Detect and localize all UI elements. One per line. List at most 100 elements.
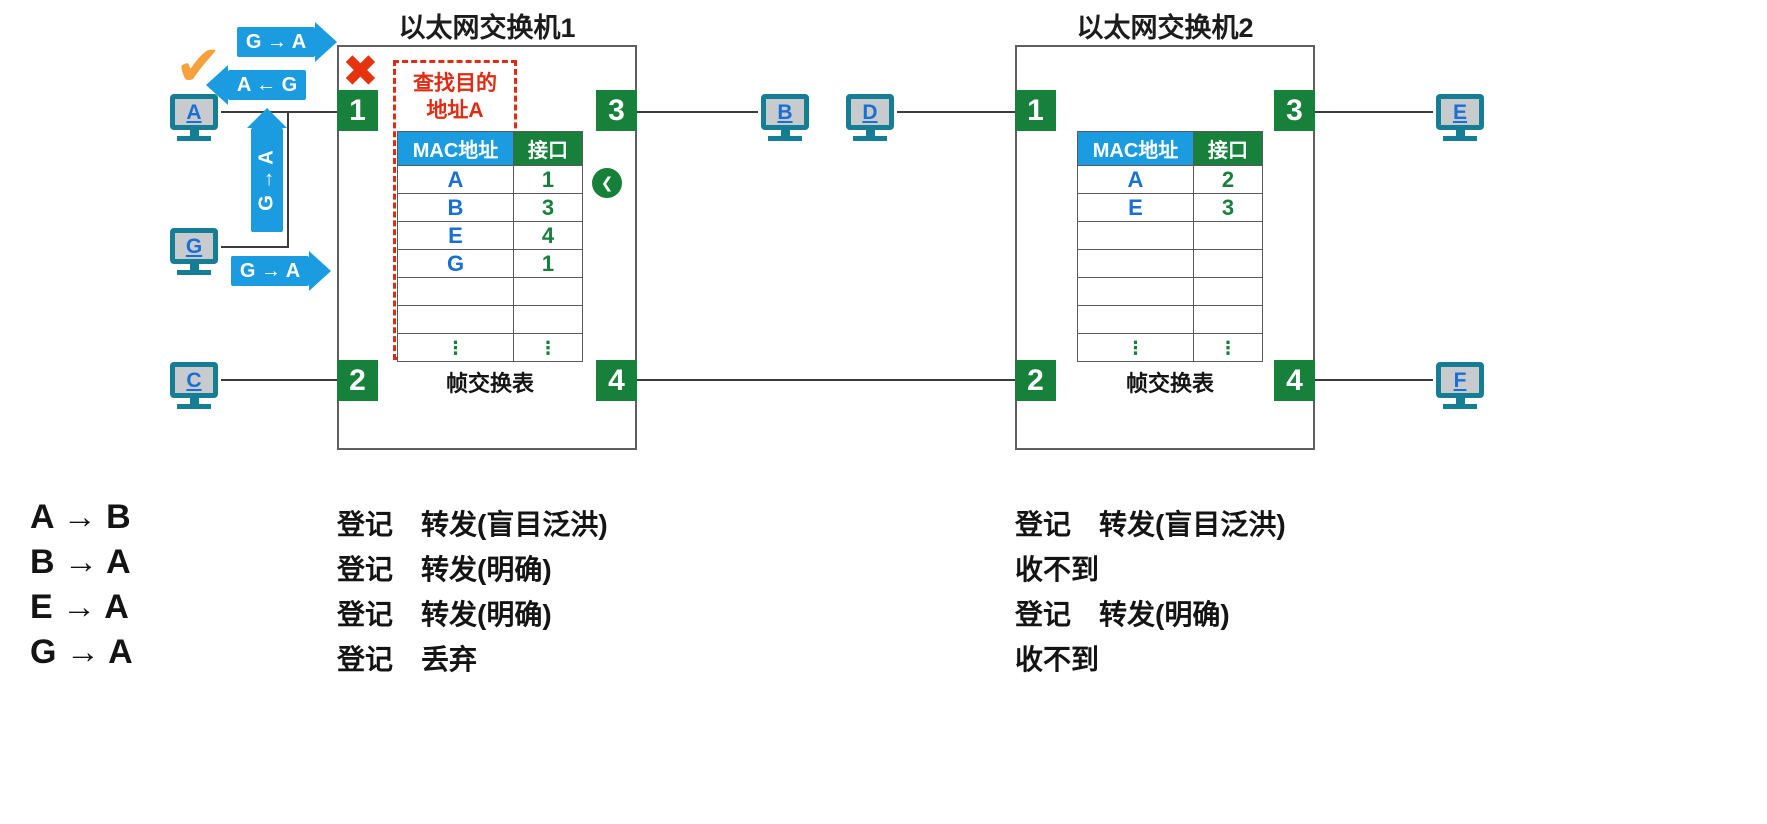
legend-sw1-row4: 登记 丢弃 [337,644,478,675]
switch1-port-1: 1 [337,90,378,131]
host-g: G [167,228,221,275]
host-d-label: D [862,100,878,124]
link-hostC-switch1-port2 [221,379,337,381]
table-row [1077,221,1263,250]
host-c-label: C [186,368,202,392]
host-d-screen: D [846,94,894,130]
switch2-port-4: 4 [1274,360,1315,401]
host-g-label: G [185,234,203,258]
host-e: E [1433,94,1487,141]
check-icon: ✔ [175,34,222,97]
legend-flow-b-a: B → A [30,543,131,581]
lookup-note: 查找目的 地址A [393,70,517,125]
host-f-label: F [1453,368,1467,392]
arrow-left-icon [206,65,228,105]
link-switch2-port3-hostE [1315,111,1433,113]
legend-sw2-row1: 登记 转发(盲目泛洪) [1015,509,1286,540]
legend-sw2-row2: 收不到 [1015,554,1100,585]
port-cell: 3 [513,193,583,222]
port-cell-ellipsis: ⋮ [513,333,583,362]
mac-cell: G [397,249,514,278]
host-e-base [1443,136,1477,141]
frame-badge-a-from-g: A ← G [228,70,306,100]
arrow-right-icon [309,251,331,291]
switch1-title: 以太网交换机1 [398,13,576,43]
switch1-mac-header: MAC地址 [397,131,514,166]
host-c: C [167,362,221,409]
switch1-port-3: 3 [596,90,637,131]
legend-sw2-row4: 收不到 [1015,644,1100,675]
host-b: B [758,94,812,141]
host-f: F [1433,362,1487,409]
cross-icon: ✖ [342,47,379,96]
lookup-note-line1: 查找目的 [413,72,497,95]
step-back-icon: ❮ [590,166,624,200]
mac-cell [1077,305,1194,334]
host-d-stand [865,130,875,136]
host-b-screen: B [761,94,809,130]
switch2-port-3: 3 [1274,90,1315,131]
mac-cell: A [397,165,514,194]
legend-flow-a-b: A → B [30,498,131,536]
legend-sw1-row1: 登记 转发(盲目泛洪) [337,509,608,540]
mac-cell: E [397,221,514,250]
port-cell-ellipsis: ⋮ [1193,333,1263,362]
link-switch1-port4-switch2-port2 [637,379,1015,381]
host-g-base [177,270,211,275]
port-cell [1193,305,1263,334]
switch1-table-caption: 帧交换表 [445,371,534,396]
table-row [1077,277,1263,306]
host-d: D [843,94,897,141]
mac-cell [1077,249,1194,278]
port-cell: 2 [1193,165,1263,194]
mac-cell-ellipsis: ⋮ [397,333,514,362]
host-b-base [768,136,802,141]
legend-sw1-row3: 登记 转发(明确) [337,599,552,630]
port-cell: 1 [513,165,583,194]
frame-badge-g-to-a-out: G → A [231,256,309,286]
host-g-screen: G [170,228,218,264]
host-e-label: E [1452,100,1467,124]
table-row [397,305,583,334]
port-cell [1193,221,1263,250]
host-f-base [1443,404,1477,409]
port-cell [1193,277,1263,306]
link-switch1-port3-hostB [637,111,758,113]
switch2-title: 以太网交换机2 [1076,13,1254,43]
port-cell: 1 [513,249,583,278]
host-f-stand [1455,398,1465,404]
switch1-port-2: 2 [337,360,378,401]
table-row-ellipsis: ⋮⋮ [1077,333,1263,362]
port-cell [513,305,583,334]
link-hostD-switch2-port1 [897,111,1015,113]
table-header-row: MAC地址 接口 [397,131,583,166]
host-e-stand [1455,130,1465,136]
host-b-stand [780,130,790,136]
legend-sw1-row2: 登记 转发(明确) [337,554,552,585]
mac-cell [397,277,514,306]
legend-flow-g-a: G → A [30,633,133,671]
switch2-table-caption: 帧交换表 [1125,371,1214,396]
table-row [1077,249,1263,278]
host-e-screen: E [1436,94,1484,130]
switch2-port-1: 1 [1015,90,1056,131]
host-c-base [177,404,211,409]
legend-sw2-row3: 登记 转发(明确) [1015,599,1230,630]
host-b-label: B [777,100,793,124]
mac-cell: A [1077,165,1194,194]
host-a-label: A [186,100,202,124]
link-hostG-bus [221,246,287,248]
lookup-note-line2: 地址A [426,99,484,123]
host-f-screen: F [1436,362,1484,398]
host-g-stand [189,264,199,270]
host-c-screen: C [170,362,218,398]
mac-cell: B [397,193,514,222]
mac-cell [397,305,514,334]
